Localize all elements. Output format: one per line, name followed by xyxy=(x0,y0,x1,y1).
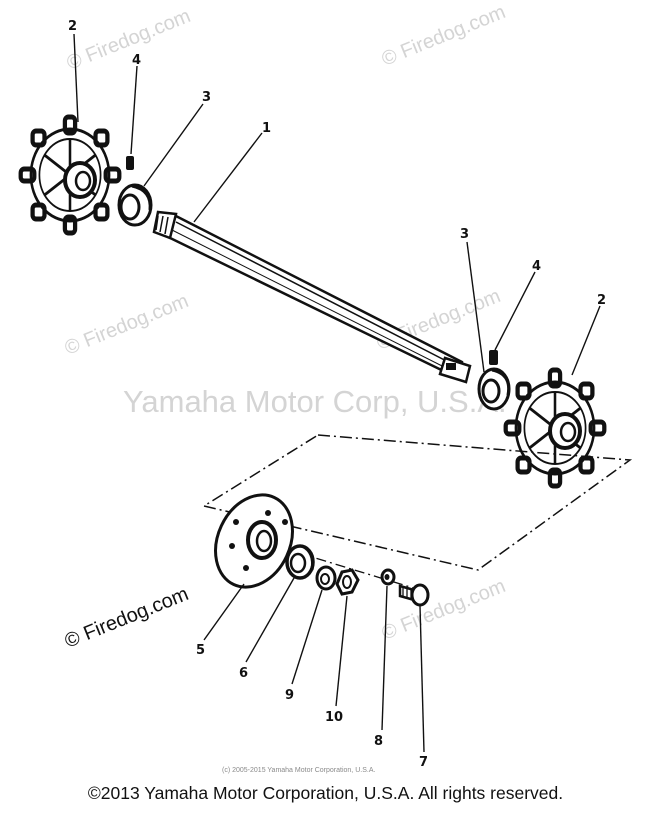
bearing-right xyxy=(477,367,511,411)
callout-bearing-cap: 6 xyxy=(239,666,248,681)
lock-washer xyxy=(380,568,396,586)
assembly-boundary xyxy=(202,434,633,571)
callout-bolt: 7 xyxy=(419,755,428,770)
nut xyxy=(335,568,360,596)
callout-bearing-right: 3 xyxy=(460,227,469,242)
callout-nut: 10 xyxy=(325,710,343,725)
watermark-firedog-top-left: © Firedog.com xyxy=(64,5,194,75)
callout-plate: 5 xyxy=(196,643,205,658)
watermark-firedog-top-right: © Firedog.com xyxy=(379,1,509,71)
watermark-firedog-low-right: © Firedog.com xyxy=(379,575,509,645)
watermark-yamaha: Yamaha Motor Corp, U.S.A. xyxy=(123,384,507,419)
callout-sprocket-right: 2 xyxy=(597,293,606,308)
bearing-left xyxy=(117,183,153,227)
key-left xyxy=(126,156,134,170)
callout-key-left: 4 xyxy=(132,53,141,68)
leader-lines xyxy=(73,33,601,753)
callout-washer: 9 xyxy=(285,688,294,703)
copyright-footer: ©2013 Yamaha Motor Corporation, U.S.A. A… xyxy=(87,783,564,803)
small-credit: (c) 2005-2015 Yamaha Motor Corporation, … xyxy=(222,767,375,774)
washer xyxy=(315,565,337,591)
key-right xyxy=(489,350,498,365)
watermark-firedog-mid-left: © Firedog.com xyxy=(62,290,192,360)
bearing-cap xyxy=(285,544,315,580)
sprocket-right xyxy=(503,367,607,489)
sprocket-left xyxy=(18,114,122,236)
callout-bearing-left: 3 xyxy=(202,90,211,105)
callout-key-right: 4 xyxy=(532,259,541,274)
bolt xyxy=(398,583,430,607)
shaft xyxy=(152,210,472,384)
callout-lock-washer: 8 xyxy=(374,734,383,749)
watermark-firedog-dark: © Firedog.com xyxy=(62,583,192,653)
axis-line xyxy=(239,534,421,591)
callout-sprocket-left: 2 xyxy=(68,19,77,34)
callout-numbers: 1 2 2 3 3 4 4 5 6 9 10 8 7 xyxy=(68,19,606,770)
callout-shaft: 1 xyxy=(262,121,271,136)
